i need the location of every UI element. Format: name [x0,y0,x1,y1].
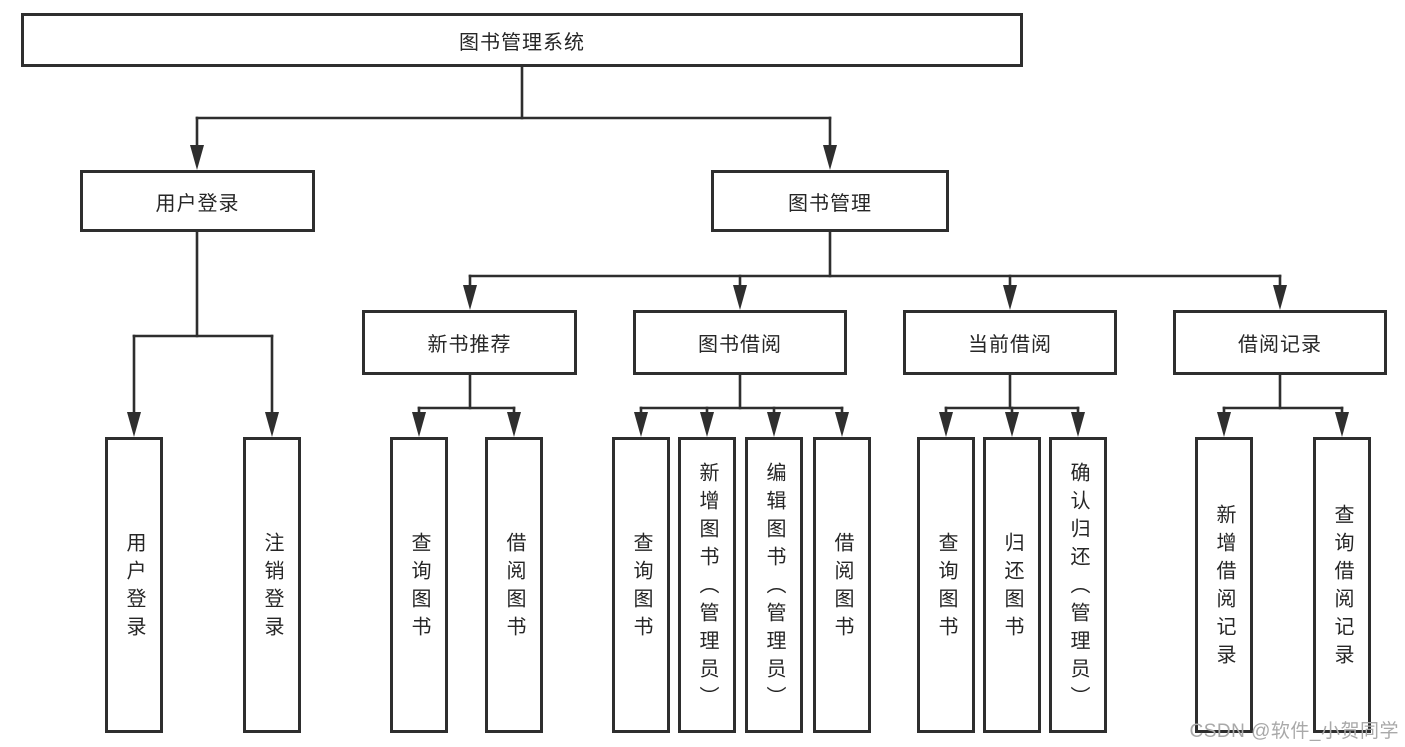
connector-book-mgmt-children [463,230,1287,310]
leaf-logout: 注销登录 [243,437,301,733]
leaf-newbook-query-books: 查询图书 [390,437,448,733]
connector-new-book-children [412,373,521,437]
leaf-user-login: 用户登录 [105,437,163,733]
leaf-current-return-books: 归还图书 [983,437,1041,733]
leaf-current-confirm-return-admin: 确认归还（管理员） [1049,437,1107,733]
leaf-borrow-edit-books-admin: 编辑图书（管理员） [745,437,803,733]
node-book-borrow: 图书借阅 [633,310,847,375]
node-user-login: 用户登录 [80,170,315,232]
node-borrow-record: 借阅记录 [1173,310,1387,375]
leaf-record-add-borrow-record: 新增借阅记录 [1195,437,1253,733]
leaf-record-query-borrow-record: 查询借阅记录 [1313,437,1371,733]
leaf-borrow-query-books: 查询图书 [612,437,670,733]
node-new-book-rec: 新书推荐 [362,310,577,375]
watermark: CSDN @软件_小贺同学 [1189,721,1399,742]
leaf-current-query-books: 查询图书 [917,437,975,733]
connector-book-borrow-children [634,373,849,437]
node-current-borrow: 当前借阅 [903,310,1117,375]
node-root: 图书管理系统 [21,13,1023,67]
connector-user-login-children [127,230,279,437]
leaf-newbook-borrow-books: 借阅图书 [485,437,543,733]
node-book-mgmt: 图书管理 [711,170,949,232]
leaf-borrow-borrow-books: 借阅图书 [813,437,871,733]
connector-borrow-record-children [1217,373,1349,437]
connector-root-to-level2 [190,65,837,170]
leaf-borrow-add-books-admin: 新增图书（管理员） [678,437,736,733]
connector-current-borrow-children [939,373,1085,437]
